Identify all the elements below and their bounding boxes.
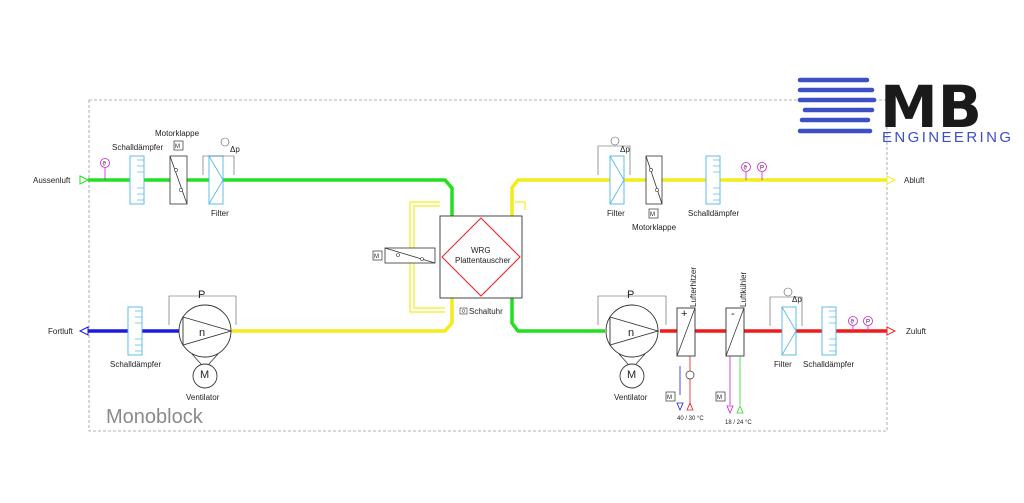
silencer-label-bottom-right: Schalldämpfer [803,360,854,369]
exhaust-air-label: Abluft [904,176,925,185]
filter-icon [769,287,803,356]
supply-air-label: Zuluft [906,327,927,336]
damper-icon: M [645,155,663,219]
temperature-sensor-icon: ϑ [741,162,751,180]
temperature-sensor-icon: ϑ [848,316,858,331]
damper-icon: M [169,140,188,205]
exhaust-port-icon [886,175,897,185]
timer-label: Schaltuhr [469,307,503,316]
filter-label-top-left: Filter [211,209,229,218]
outside-air-duct [88,178,454,222]
heat-exchanger-icon [439,215,523,299]
heat-exchanger-label-2: Plattentauscher [455,256,511,265]
svg-text:M: M [667,395,672,401]
heater-icon: M [665,307,696,412]
silencer-icon [705,155,721,205]
silencer-icon [127,306,143,356]
outside-air-label: Aussenluft [33,176,71,185]
cooler-temp-label: 18 / 24 °C [725,420,752,426]
logo-letters: MB [880,73,982,141]
silencer-icon [129,155,145,205]
silencer-label-top-right: Schalldämpfer [688,209,739,218]
silencer-label-bottom-left: Schalldämpfer [110,360,161,369]
extract-air-duct [232,290,454,333]
fan-label-bottom-right: Ventilator [614,393,648,402]
fan-speed-label: n [199,327,205,339]
fan-motor-label-right: M [627,369,636,381]
bypass-damper-icon: M [372,247,436,264]
logo-subtitle: ENGINEERING [882,129,1013,146]
cooler-icon: M [715,307,745,415]
monoblock-label: Monoblock [106,406,204,428]
filter-icon [597,136,631,205]
fan-motor-label: M [200,369,209,381]
pressure-sensor-icon: P [757,162,767,180]
pre-supply-duct [510,290,605,333]
heat-exchanger-label-1: WRG [471,246,491,255]
discharge-port-icon [78,326,89,336]
silencer-label-top-left: Schalldämpfer [112,143,163,152]
monoblock-boundary [88,99,888,432]
filter-dp-label: Δp [230,145,240,154]
cooler-label: Luftkühler [739,272,748,307]
timer-icon [459,307,468,315]
fan-label-bottom-left: Ventilator [186,393,220,402]
svg-text:ϑ: ϑ [103,162,107,168]
filter-dp-label-top-right: Δp [620,145,630,154]
pressure-sensor-icon: P [863,316,873,331]
svg-text:M: M [650,212,655,218]
fan-pressure-label: P [198,289,205,301]
heater-label: Lufterhitzer [689,267,698,307]
silencer-icon [821,306,837,356]
filter-label-top-right: Filter [607,209,625,218]
outside-air-port-icon [79,175,90,185]
svg-text:ϑ: ϑ [851,320,855,326]
filter-icon [202,137,235,205]
svg-text:ϑ: ϑ [744,166,748,172]
filter-dp-label-bottom-right: Δp [792,295,802,304]
damper-label-top-right: Motorklappe [632,223,677,232]
svg-text:P: P [760,166,764,172]
fan-icon [168,295,237,389]
svg-text:M: M [374,254,379,260]
fan-speed-label-right: n [628,327,634,339]
supply-port-icon [886,326,897,336]
damper-label-top-left: Motorklappe [155,129,200,138]
mb-engineering-logo: MB ENGINEERING [797,73,1013,146]
fan-pressure-label-right: P [627,289,634,301]
svg-text:P: P [866,320,870,326]
fan-icon [597,295,667,389]
cooler-minus: - [731,308,735,320]
temperature-sensor-icon: ϑ [100,158,110,180]
discharge-air-label: Fortluft [48,327,74,336]
heater-temp-label: 40 / 30 °C [677,416,704,422]
logo-stripes [797,77,877,134]
exhaust-air-duct [510,178,887,222]
heater-plus: + [681,308,687,320]
svg-text:M: M [717,395,722,401]
svg-text:M: M [175,144,180,150]
filter-label-bottom-right: Filter [774,360,792,369]
